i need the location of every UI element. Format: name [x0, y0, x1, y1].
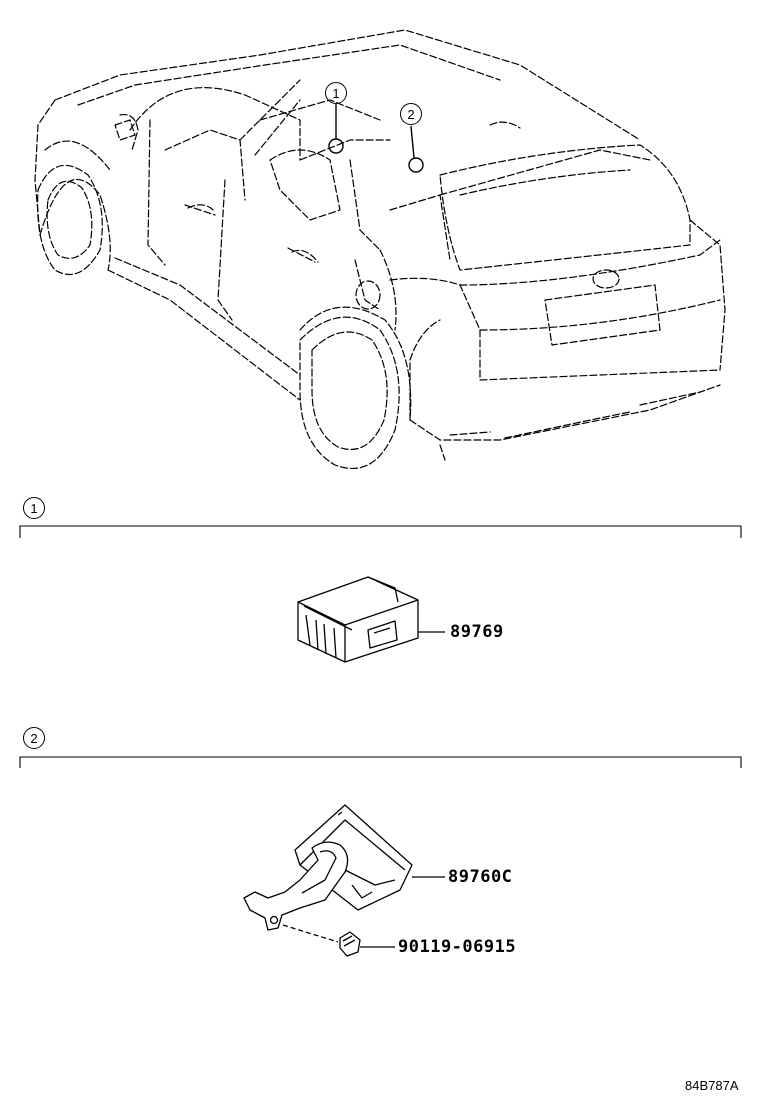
section-1-bracket	[19, 525, 742, 538]
car-callout-2: 2	[400, 103, 422, 125]
bolt-90119-06915-drawing	[282, 924, 395, 957]
vehicle-outline	[34, 29, 726, 469]
part-number-89769[interactable]: 89769	[450, 622, 504, 642]
module-89769-drawing	[297, 576, 445, 663]
section-2-bracket	[19, 756, 742, 768]
drawing-code: 84B787A	[685, 1078, 739, 1093]
part-number-89760c[interactable]: 89760C	[448, 867, 513, 887]
module-89760c-drawing	[243, 804, 445, 931]
section-2-label: 2	[23, 727, 45, 749]
part-number-90119-06915[interactable]: 90119-06915	[398, 937, 517, 957]
section-1-label: 1	[23, 497, 45, 519]
location-marker-2	[408, 157, 424, 173]
leader-line-2	[410, 125, 415, 159]
location-marker-1	[328, 138, 344, 154]
car-callout-1: 1	[325, 82, 347, 104]
